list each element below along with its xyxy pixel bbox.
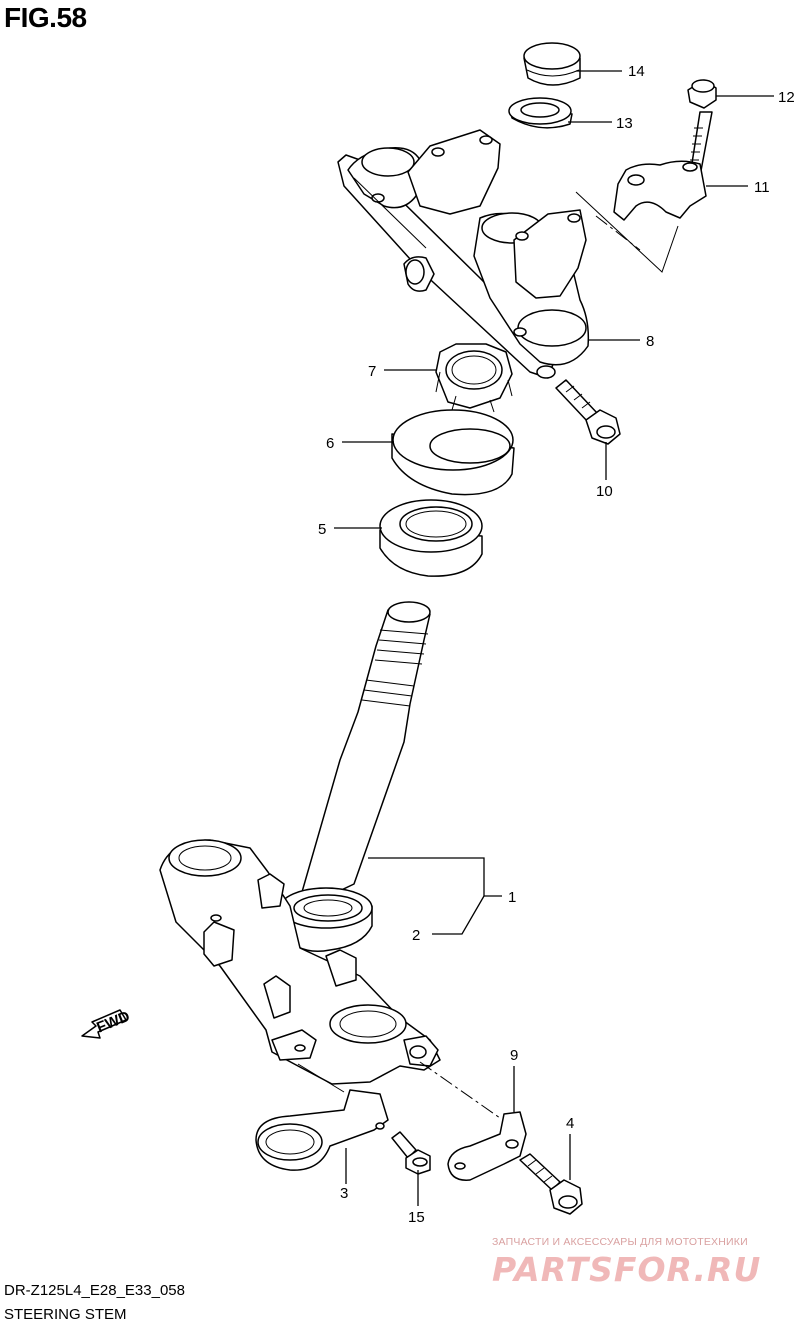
callout-8: 8: [646, 333, 654, 350]
fwd-label: FWD: [94, 1008, 132, 1037]
part-8-upper-bracket: [337, 129, 590, 379]
callout-12: 12: [778, 89, 795, 106]
part-2-lower-bearing: [279, 887, 373, 952]
figure-label: FIG.58: [4, 2, 87, 33]
part-1-stem: [301, 601, 431, 905]
callout-13: 13: [616, 115, 633, 132]
callout-7: 7: [368, 363, 376, 380]
callout-3: 3: [340, 1185, 348, 1202]
part-3-guide: [255, 1089, 389, 1171]
model-code: DR-Z125L4_E28_E33_058: [4, 1282, 185, 1299]
callout-5: 5: [318, 521, 326, 538]
part-11-handlebar-holder: [613, 160, 707, 221]
part-14-cap: [523, 42, 581, 86]
callout-2: 2: [412, 927, 420, 944]
part-4-bolt: [519, 1153, 583, 1215]
callout-10: 10: [596, 483, 613, 500]
callout-15: 15: [408, 1209, 425, 1226]
part-5-bearing: [379, 499, 483, 577]
callout-11: 11: [754, 179, 770, 196]
callout-1: 1: [508, 889, 516, 906]
callout-4: 4: [566, 1115, 574, 1132]
watermark-logo: PARTSFOR.RU: [492, 1250, 762, 1289]
section-title: STEERING STEM: [4, 1306, 127, 1323]
part-7-nut: [435, 343, 513, 413]
part-13-washer: [508, 97, 573, 129]
callout-6: 6: [326, 435, 334, 452]
lower-bracket: [159, 839, 441, 1085]
fwd-arrow-icon: FWD: [81, 1008, 132, 1039]
callout-14: 14: [628, 63, 645, 80]
part-6-seal: [391, 409, 515, 496]
part-15-bolt: [391, 1131, 431, 1175]
callout-9: 9: [510, 1047, 518, 1064]
part-10-bolt: [555, 379, 621, 445]
part-9-bracket: [447, 1111, 527, 1181]
part-12-bolt: [687, 79, 717, 177]
leader-lines: [334, 70, 774, 1206]
watermark-tagline: ЗАПЧАСТИ И АКСЕССУАРЫ ДЛЯ МОТОТЕХНИКИ: [492, 1236, 748, 1248]
callout-labels: 14 13 12 11 8 7 6 5 10 1 2 3 15 9 4: [318, 63, 795, 1226]
